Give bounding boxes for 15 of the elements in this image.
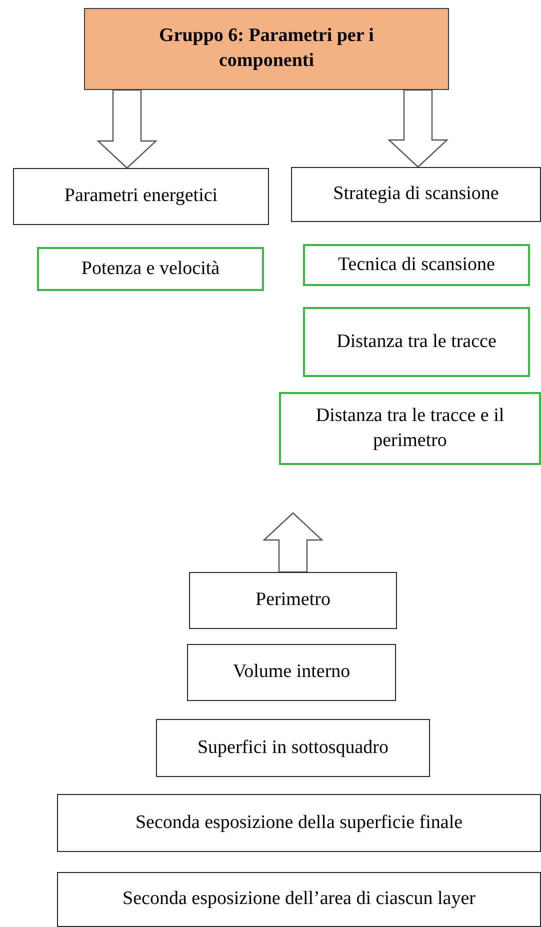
process-box: Parametri energetici bbox=[13, 168, 269, 225]
process-box: Strategia di scansione bbox=[291, 167, 541, 222]
process-box: Perimetro bbox=[189, 572, 397, 629]
process-box: Superfici in sottosquadro bbox=[156, 719, 430, 777]
process-box: Distanza tra le tracce e il perimetro bbox=[279, 392, 541, 465]
process-box: Tecnica di scansione bbox=[303, 244, 530, 286]
process-box: Volume interno bbox=[187, 644, 396, 701]
block-arrow bbox=[262, 512, 324, 573]
process-box: Seconda esposizione dell’area di ciascun layer bbox=[57, 872, 541, 927]
block-arrow bbox=[387, 89, 449, 168]
title-box: Gruppo 6: Parametri per i componenti bbox=[84, 8, 449, 90]
process-box: Seconda esposizione della superficie finale bbox=[57, 794, 541, 852]
process-box: Potenza e velocità bbox=[37, 247, 264, 291]
process-box: Distanza tra le tracce bbox=[303, 307, 530, 377]
block-arrow bbox=[96, 89, 158, 169]
